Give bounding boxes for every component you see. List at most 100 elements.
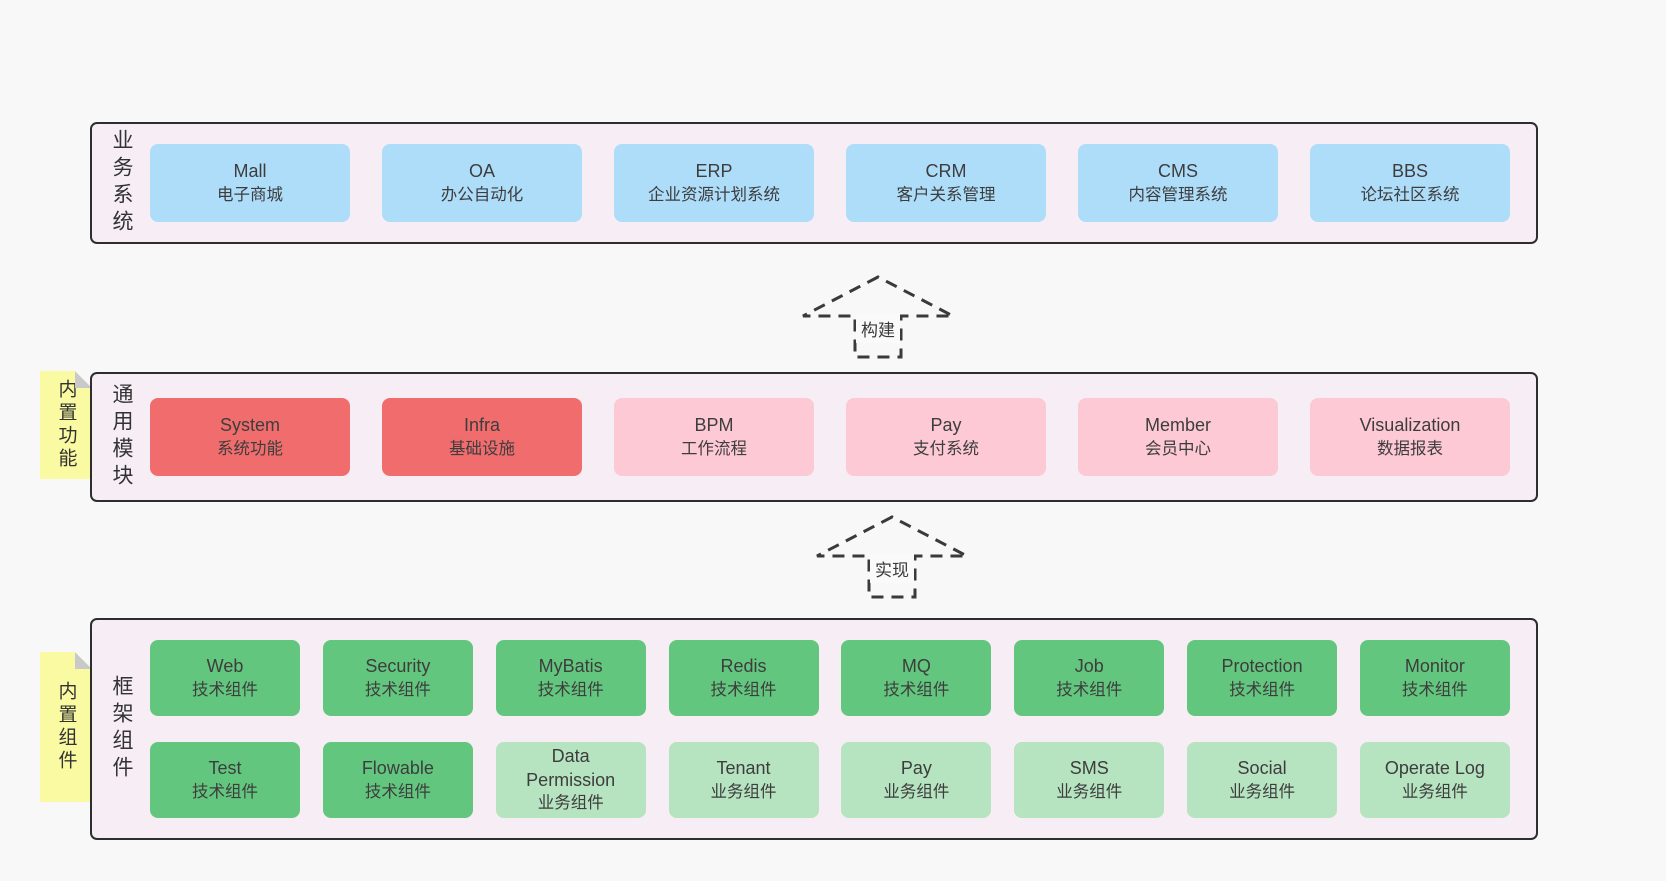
box-oa-name: OA: [468, 161, 495, 182]
box-security-desc: 技术组件: [364, 680, 431, 699]
box-sms-desc: 业务组件: [1056, 782, 1123, 801]
arrow-implement-label: 实现: [870, 554, 914, 583]
box-bpm-desc: 工作流程: [681, 439, 747, 458]
box-monitor: Monitor 技术组件: [1359, 640, 1510, 716]
box-monitor-name: Monitor: [1404, 656, 1465, 677]
box-member-desc: 会员中心: [1145, 439, 1211, 458]
box-data-permission: Data Permission 业务组件: [495, 742, 646, 818]
box-operate-log-name: Operate Log: [1384, 758, 1485, 779]
components-row-1: Web 技术组件 Security 技术组件 MyBatis 技术组件 Redi…: [150, 640, 1510, 716]
band-business-systems: 业务系统 Mall 电子商城 OA 办公自动化 ERP 企业资源计划系统 CRM…: [90, 122, 1538, 244]
arrow-build-label: 构建: [856, 314, 900, 343]
band-components-content: Web 技术组件 Security 技术组件 MyBatis 技术组件 Redi…: [150, 640, 1536, 818]
box-bpm: BPM 工作流程: [614, 398, 814, 476]
box-protection: Protection 技术组件: [1187, 640, 1338, 716]
box-visualization-desc: 数据报表: [1377, 439, 1443, 458]
box-bbs-desc: 论坛社区系统: [1360, 185, 1460, 204]
box-pay-module: Pay 支付系统: [846, 398, 1046, 476]
up-block-arrow-icon: [802, 275, 954, 359]
sticky-note-builtin-features-label: 内置功能: [55, 379, 77, 471]
note-cut-corner: [75, 371, 92, 388]
box-job-name: Job: [1074, 656, 1104, 677]
box-web: Web 技术组件: [150, 640, 300, 716]
box-mall-desc: 电子商城: [217, 185, 283, 204]
box-bbs-name: BBS: [1391, 161, 1429, 182]
band-modules-label-area: 通用模块: [92, 383, 150, 491]
box-job-desc: 技术组件: [1056, 680, 1123, 699]
box-mq-desc: 技术组件: [883, 680, 950, 699]
box-cms-name: CMS: [1158, 161, 1198, 182]
box-flowable: Flowable 技术组件: [322, 742, 473, 818]
box-monitor-desc: 技术组件: [1401, 680, 1468, 699]
box-mybatis-desc: 技术组件: [537, 680, 604, 699]
band-business-content: Mall 电子商城 OA 办公自动化 ERP 企业资源计划系统 CRM 客户关系…: [150, 144, 1536, 222]
box-data-permission-desc: 业务组件: [537, 794, 604, 813]
box-erp-desc: 企业资源计划系统: [648, 185, 780, 204]
box-security: Security 技术组件: [322, 640, 473, 716]
box-system-desc: 系统功能: [217, 439, 283, 458]
box-erp-name: ERP: [695, 161, 733, 182]
sticky-note-builtin-components: 内置组件: [40, 652, 92, 802]
box-test: Test 技术组件: [150, 742, 300, 818]
box-bpm-name: BPM: [694, 415, 734, 436]
box-pay-component-desc: 业务组件: [883, 782, 950, 801]
box-mybatis: MyBatis 技术组件: [495, 640, 646, 716]
band-components-label: 框架组件: [110, 675, 133, 783]
box-test-desc: 技术组件: [192, 782, 258, 801]
sticky-note-builtin-features: 内置功能: [40, 371, 92, 479]
box-pay-module-name: Pay: [930, 415, 962, 436]
box-protection-name: Protection: [1221, 656, 1303, 677]
band-modules-content: System 系统功能 Infra 基础设施 BPM 工作流程 Pay 支付系统…: [150, 398, 1536, 476]
box-member: Member 会员中心: [1078, 398, 1278, 476]
box-bbs: BBS 论坛社区系统: [1310, 144, 1510, 222]
box-visualization: Visualization 数据报表: [1310, 398, 1510, 476]
box-web-desc: 技术组件: [192, 680, 258, 699]
box-crm: CRM 客户关系管理: [846, 144, 1046, 222]
box-visualization-name: Visualization: [1359, 415, 1461, 436]
arrow-implement: 实现: [812, 514, 972, 600]
box-cms: CMS 内容管理系统: [1078, 144, 1278, 222]
box-social-desc: 业务组件: [1229, 782, 1296, 801]
box-pay-component-name: Pay: [900, 758, 932, 779]
box-mybatis-name: MyBatis: [538, 656, 603, 677]
box-flowable-name: Flowable: [361, 758, 434, 779]
box-operate-log: Operate Log 业务组件: [1359, 742, 1510, 818]
box-data-permission-name: Data Permission: [526, 746, 616, 790]
box-member-name: Member: [1144, 415, 1211, 436]
box-oa-desc: 办公自动化: [440, 185, 524, 204]
box-sms-name: SMS: [1069, 758, 1109, 779]
box-redis-name: Redis: [720, 656, 767, 677]
band-business-label-area: 业务系统: [92, 129, 150, 237]
band-modules-label: 通用模块: [110, 383, 133, 491]
box-redis-desc: 技术组件: [710, 680, 777, 699]
box-infra: Infra 基础设施: [382, 398, 582, 476]
band-business-label: 业务系统: [110, 129, 133, 237]
note-cut-corner: [75, 652, 92, 669]
box-cms-desc: 内容管理系统: [1128, 185, 1228, 204]
box-erp: ERP 企业资源计划系统: [614, 144, 814, 222]
band-framework-components: 框架组件 Web 技术组件 Security 技术组件 MyBatis 技术组件…: [90, 618, 1538, 840]
box-social: Social 业务组件: [1187, 742, 1338, 818]
box-operate-log-desc: 业务组件: [1401, 782, 1468, 801]
box-mq: MQ 技术组件: [841, 640, 992, 716]
box-mq-name: MQ: [901, 656, 931, 677]
sticky-note-builtin-components-label: 内置组件: [55, 681, 77, 773]
box-protection-desc: 技术组件: [1229, 680, 1296, 699]
box-social-name: Social: [1237, 758, 1287, 779]
box-oa: OA 办公自动化: [382, 144, 582, 222]
box-infra-desc: 基础设施: [449, 439, 515, 458]
box-security-name: Security: [365, 656, 431, 677]
box-tenant-desc: 业务组件: [710, 782, 777, 801]
box-test-name: Test: [208, 758, 242, 779]
band-common-modules: 通用模块 System 系统功能 Infra 基础设施 BPM 工作流程 Pay…: [90, 372, 1538, 502]
box-redis: Redis 技术组件: [668, 640, 819, 716]
box-mall-name: Mall: [233, 161, 267, 182]
box-infra-name: Infra: [463, 415, 501, 436]
box-tenant: Tenant 业务组件: [668, 742, 819, 818]
components-row-2: Test 技术组件 Flowable 技术组件 Data Permission …: [150, 742, 1510, 818]
box-system: System 系统功能: [150, 398, 350, 476]
arrow-build: 构建: [798, 274, 958, 360]
box-tenant-name: Tenant: [716, 758, 771, 779]
box-crm-name: CRM: [925, 161, 967, 182]
box-flowable-desc: 技术组件: [364, 782, 431, 801]
